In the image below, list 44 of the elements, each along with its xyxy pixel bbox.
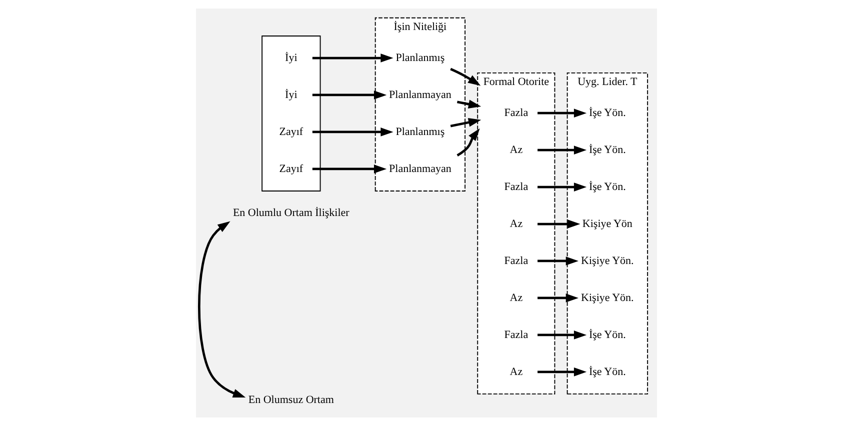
node-text: İşe Yön.	[588, 106, 626, 119]
node-text: Fazla	[504, 254, 528, 267]
node-text: Zayıf	[278, 126, 303, 138]
arrow	[537, 220, 580, 228]
arrow	[537, 182, 586, 192]
arrow	[537, 368, 586, 376]
arrow	[198, 221, 246, 398]
node-text: Az	[509, 218, 522, 230]
arrow	[312, 90, 386, 100]
node-text: Az	[509, 144, 522, 156]
node-text: Az	[509, 366, 522, 378]
node-text: Fazla	[504, 328, 528, 341]
node-text: Fazla	[504, 180, 528, 193]
arrow	[537, 146, 586, 154]
node-text: En Olumlu Ortam İlişkiler	[232, 206, 349, 219]
node-text: Kişiye Yön.	[580, 254, 634, 267]
node-text: İşe Yön.	[588, 144, 626, 156]
node-text: İşe Yön.	[588, 366, 626, 378]
node-text: Az	[509, 292, 522, 304]
arrow	[312, 128, 393, 136]
node-text: İşe Yön.	[588, 328, 626, 341]
node-text: Planlanmış	[395, 52, 444, 64]
arrow	[537, 294, 578, 302]
node-text: Planlanmış	[395, 126, 444, 138]
node-text: İyi	[284, 52, 297, 64]
arrow	[312, 164, 386, 174]
cluster	[261, 36, 320, 192]
arrow	[537, 108, 586, 118]
node-text: Planlanmayan	[388, 162, 451, 175]
arrow	[456, 128, 480, 156]
node-text: İyi	[284, 88, 297, 101]
node-text: İşe Yön.	[588, 180, 626, 193]
node-text: En Olumsuz Ortam	[248, 394, 334, 406]
node-text: Kişiye Yön	[582, 218, 632, 230]
node-text: Zayıf	[278, 162, 303, 175]
arrow	[537, 256, 578, 266]
arrow	[450, 118, 481, 128]
arrow	[450, 68, 480, 86]
arrow	[456, 100, 481, 108]
node-text: Kişiye Yön.	[580, 292, 634, 304]
node-text: Fazla	[504, 106, 528, 119]
node-text: Planlanmayan	[388, 88, 451, 101]
arrow	[312, 54, 393, 62]
arrow	[537, 330, 586, 340]
